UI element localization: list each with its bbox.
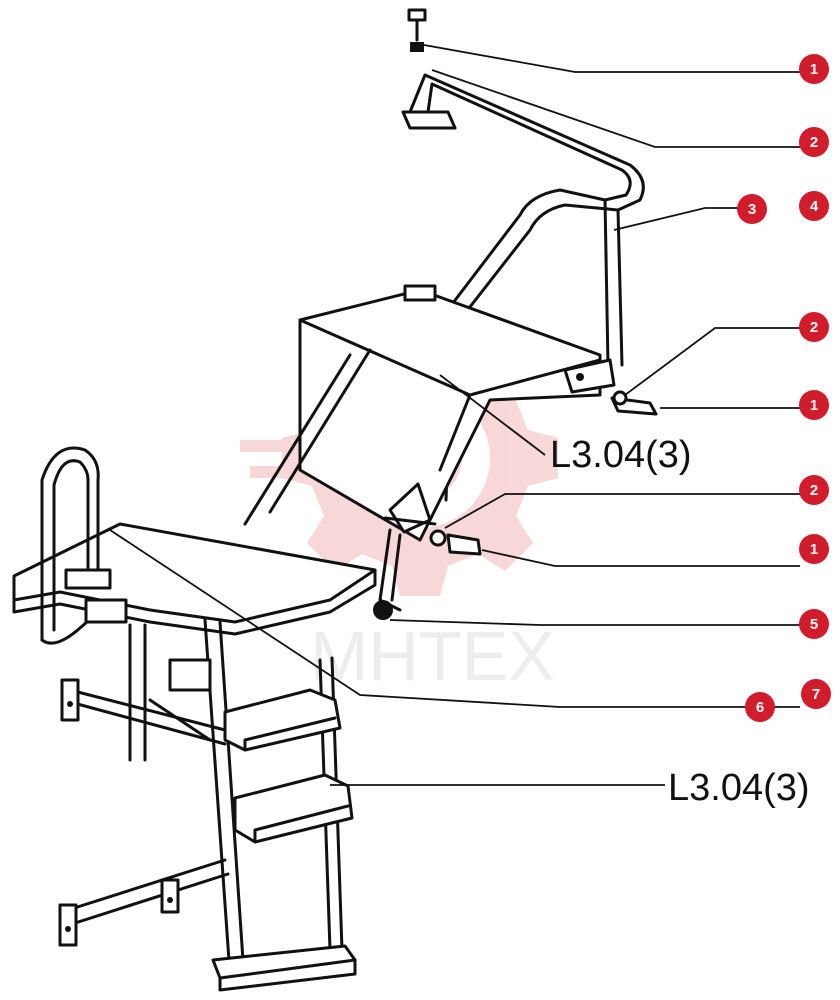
bolt-top (407, 8, 427, 52)
reference-label-bottom: L3.04(3) (668, 767, 810, 809)
bracket-right (373, 482, 482, 620)
callout-1-lower[interactable]: 1 (799, 534, 829, 564)
callout-2-lower[interactable]: 2 (799, 475, 829, 505)
callout-3[interactable]: 3 (737, 194, 767, 224)
callout-2-top[interactable]: 2 (799, 127, 829, 157)
callout-6[interactable]: 6 (745, 692, 775, 722)
watermark-text: MHTEX (310, 617, 555, 695)
handrail-left (40, 446, 128, 645)
callout-1-top[interactable]: 1 (799, 54, 829, 84)
ladder (128, 618, 357, 992)
svg-text:3: 3 (748, 201, 756, 218)
callout-2-middle[interactable]: 2 (799, 312, 829, 342)
svg-text:6: 6 (756, 699, 764, 716)
svg-text:2: 2 (810, 134, 818, 151)
svg-text:1: 1 (810, 541, 818, 558)
svg-text:4: 4 (810, 198, 819, 215)
svg-text:2: 2 (810, 319, 818, 336)
callout-1-middle[interactable]: 1 (799, 390, 829, 420)
callout-7[interactable]: 7 (801, 679, 831, 709)
callout-4[interactable]: 4 (799, 191, 829, 221)
side-brackets (58, 658, 230, 947)
svg-text:7: 7 (812, 686, 820, 703)
rail-mount-right (563, 358, 658, 416)
leader-lines (109, 44, 800, 786)
reference-label-top: L3.04(3) (550, 434, 692, 476)
svg-text:1: 1 (810, 61, 818, 78)
platform (12, 348, 377, 636)
handrail-main (401, 73, 645, 502)
svg-text:5: 5 (810, 616, 818, 633)
svg-text:1: 1 (810, 397, 818, 414)
svg-text:2: 2 (810, 482, 818, 499)
callout-5[interactable]: 5 (799, 609, 829, 639)
tank-box (298, 284, 602, 542)
